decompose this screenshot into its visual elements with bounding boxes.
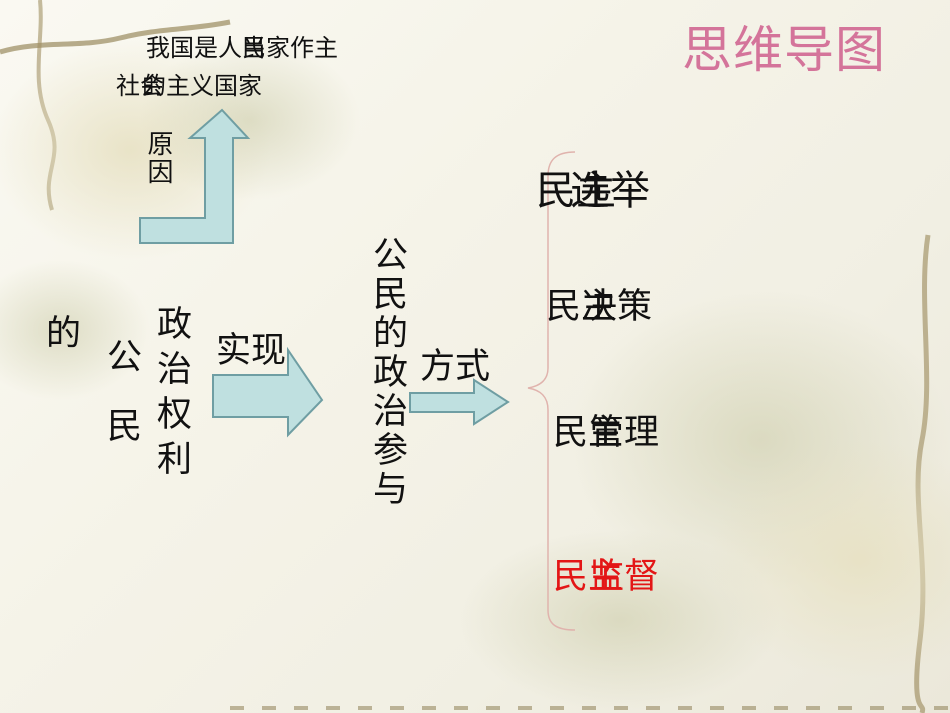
reason-note-line1: 我国是人民 当家作主 [146,28,376,62]
reason-note-line1-a: 我国是人民 [146,34,266,62]
leaves-top [140,40,360,200]
rights-label: 政治权利 [151,305,191,485]
bent-up-arrow [139,108,251,244]
method-management-a: 民主 [553,413,624,453]
realize-label: 实现 [216,331,287,371]
rights-prefix: 的 [46,314,82,354]
reason-note-line1-b: 当家作主 [242,34,338,62]
rights-gongmin: 公民 [101,338,141,476]
method-management: 民主 管理 [553,404,693,453]
method-decision: 民主 决策 [546,278,686,327]
realize-arrow [212,346,324,438]
method-supervision: 民主 监督 [553,548,693,597]
ways-label: 方式 [420,347,491,387]
reason-note-line2-a: 社会 [116,72,164,100]
reason-note-line2-b: 的主义国家 [142,72,262,100]
method-election-b: 选举 [570,168,650,214]
method-election: 民主 选举 [536,158,686,214]
vine-top-left [0,19,231,55]
methods-brace [527,151,576,631]
participation-label: 公民的政治参与 [367,236,407,509]
method-decision-a: 民主 [546,287,617,327]
reason-label: 原因 [143,130,173,186]
reason-note-line2: 社会 的主义国家 [116,66,316,100]
method-election-a: 民主 [536,168,616,214]
method-supervision-a: 民主 [553,557,624,597]
leaves-left [0,260,150,400]
method-management-b: 管理 [589,413,660,453]
ways-arrow [409,378,510,426]
method-supervision-b: 监督 [589,557,660,597]
leaves-bottom [460,530,780,710]
slide-title: 思维导图 [682,21,886,79]
method-decision-b: 决策 [582,287,653,327]
